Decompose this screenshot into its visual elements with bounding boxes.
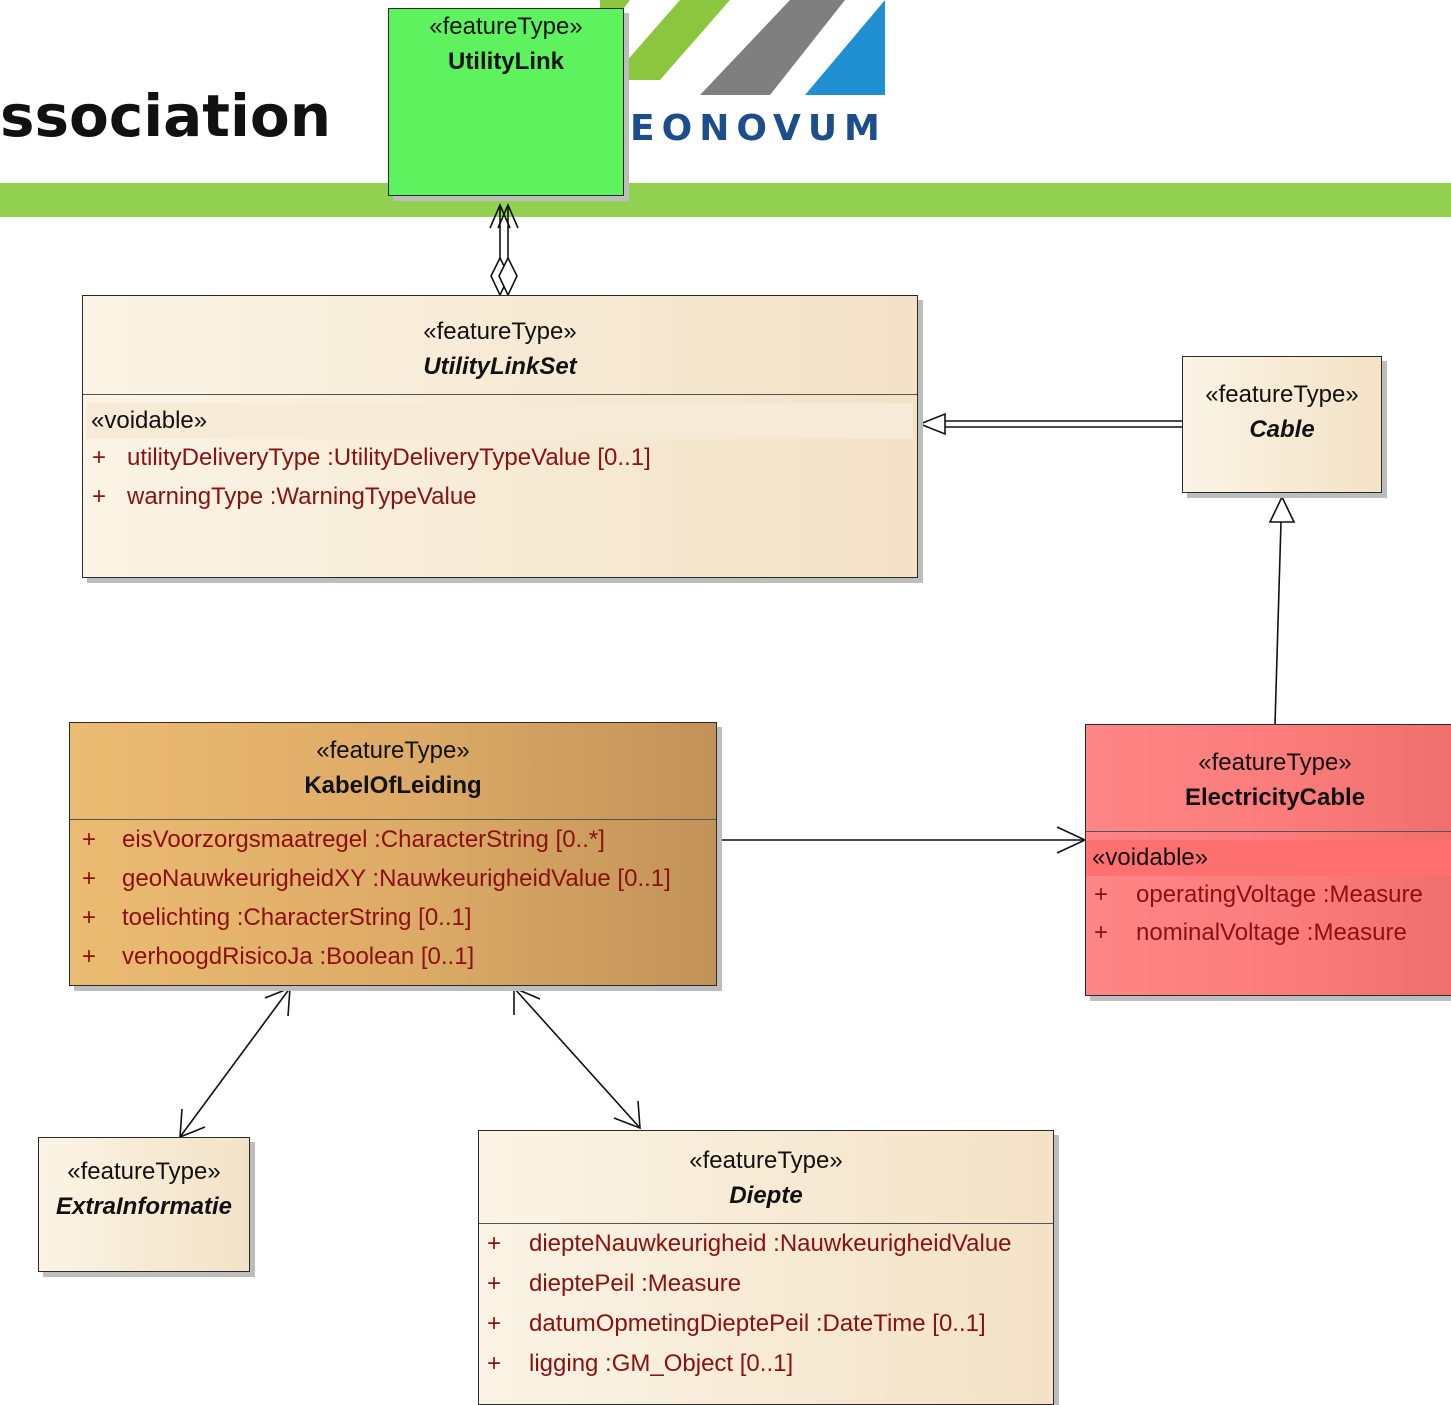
attribute-text: utilityDeliveryType :UtilityDeliveryType… [127,444,651,471]
stereotype-label: «featureType» [316,737,470,764]
attribute[interactable]: + nominalVoltage :Measure [1086,914,1451,952]
attribute-group-label: «voidable» [87,403,913,439]
class-cable[interactable]: «featureType» Cable [1182,356,1382,493]
geonovum-logo [600,0,885,95]
attribute-text: operatingVoltage :Measure [1136,881,1423,908]
stereotype-label: «featureType» [1198,749,1352,776]
class-utilitylinkset[interactable]: «featureType» UtilityLinkSet «voidable» … [82,295,918,578]
visibility-marker: + [92,444,107,471]
attribute[interactable]: + dieptePeil :Measure [479,1264,1053,1304]
association-kabel-extrainformatie [179,986,291,1139]
association-kabel-diepte [513,986,641,1130]
attribute-text: verhoogdRisicoJa :Boolean [0..1] [122,943,475,970]
class-name: KabelOfLeiding [304,772,482,799]
visibility-marker: + [82,826,97,853]
attribute-text: warningType :WarningTypeValue [127,483,477,510]
attribute-text: datumOpmetingDieptePeil :DateTime [0..1] [529,1310,986,1337]
attribute[interactable]: + eisVoorzorgsmaatregel :CharacterString… [70,820,716,859]
visibility-marker: + [82,865,97,892]
logo-green-shape-2 [610,0,730,80]
logo-text: EONOVUM [630,108,887,149]
class-electricitycable[interactable]: «featureType» ElectricityCable «voidable… [1085,724,1451,996]
attribute-text: toelichting :CharacterString [0..1] [122,904,472,931]
attribute-text: diepteNauwkeurigheid :NauwkeurigheidValu… [529,1230,1012,1257]
class-name: Diepte [729,1182,803,1209]
generalization-cable-utilitylinkset [917,412,1182,436]
visibility-marker: + [1094,881,1109,908]
stereotype-label: «featureType» [429,13,583,40]
stereotype-label: «featureType» [67,1158,221,1185]
compartment-divider [83,394,917,395]
compartment-divider [70,819,716,820]
class-name: ExtraInformatie [55,1193,233,1220]
class-kabelofleiding[interactable]: «featureType» KabelOfLeiding + eisVoorzo… [69,722,717,986]
attribute-text: dieptePeil :Measure [529,1270,742,1297]
class-name: UtilityLinkSet [423,353,577,380]
class-name: ElectricityCable [1184,784,1366,811]
stereotype-label: «featureType» [1205,381,1359,408]
attribute[interactable]: + diepteNauwkeurigheid :NauwkeurigheidVa… [479,1224,1053,1264]
compartment-divider [1086,831,1451,832]
title-bar [0,183,1451,217]
attribute[interactable]: + datumOpmetingDieptePeil :DateTime [0..… [479,1304,1053,1344]
visibility-marker: + [1094,919,1109,946]
visibility-marker: + [487,1350,502,1377]
aggregation-utilitylinkset-utilitylink [489,202,519,297]
attribute[interactable]: + geoNauwkeurigheidXY :NauwkeurigheidVal… [70,859,716,898]
stereotype-label: «featureType» [689,1147,843,1174]
association-kabel-electricitycable [717,826,1087,854]
attribute[interactable]: + utilityDeliveryType :UtilityDeliveryTy… [83,439,917,477]
attribute-text: nominalVoltage :Measure [1136,919,1407,946]
attribute[interactable]: + ligging :GM_Object [0..1] [479,1344,1053,1384]
visibility-marker: + [487,1230,502,1257]
class-extrainformatie[interactable]: «featureType» ExtraInformatie [38,1137,250,1272]
attribute[interactable]: + warningType :WarningTypeValue [83,477,917,517]
visibility-marker: + [82,904,97,931]
logo-blue-shape [805,0,885,95]
slide-title: ssociation [0,82,332,150]
attribute[interactable]: + verhoogdRisicoJa :Boolean [0..1] [70,937,716,976]
visibility-marker: + [487,1310,502,1337]
visibility-marker: + [92,483,107,510]
class-diepte[interactable]: «featureType» Diepte + diepteNauwkeurigh… [478,1130,1054,1405]
logo-gray-shape [700,0,845,95]
generalization-electricitycable-cable [1268,495,1296,725]
class-utilitylink[interactable]: «featureType» UtilityLink [388,8,624,196]
visibility-marker: + [487,1270,502,1297]
class-name: UtilityLink [447,48,564,75]
attribute[interactable]: + operatingVoltage :Measure [1086,876,1451,914]
class-name: Cable [1249,416,1315,443]
attribute-text: geoNauwkeurigheidXY :NauwkeurigheidValue… [122,865,671,892]
attribute-group-label: «voidable» [1086,840,1451,876]
attribute[interactable]: + toelichting :CharacterString [0..1] [70,898,716,937]
attribute-text: ligging :GM_Object [0..1] [529,1350,794,1377]
visibility-marker: + [82,943,97,970]
compartment-divider [479,1223,1053,1224]
attribute-text: eisVoorzorgsmaatregel :CharacterString [… [122,826,605,853]
stereotype-label: «featureType» [423,318,577,345]
